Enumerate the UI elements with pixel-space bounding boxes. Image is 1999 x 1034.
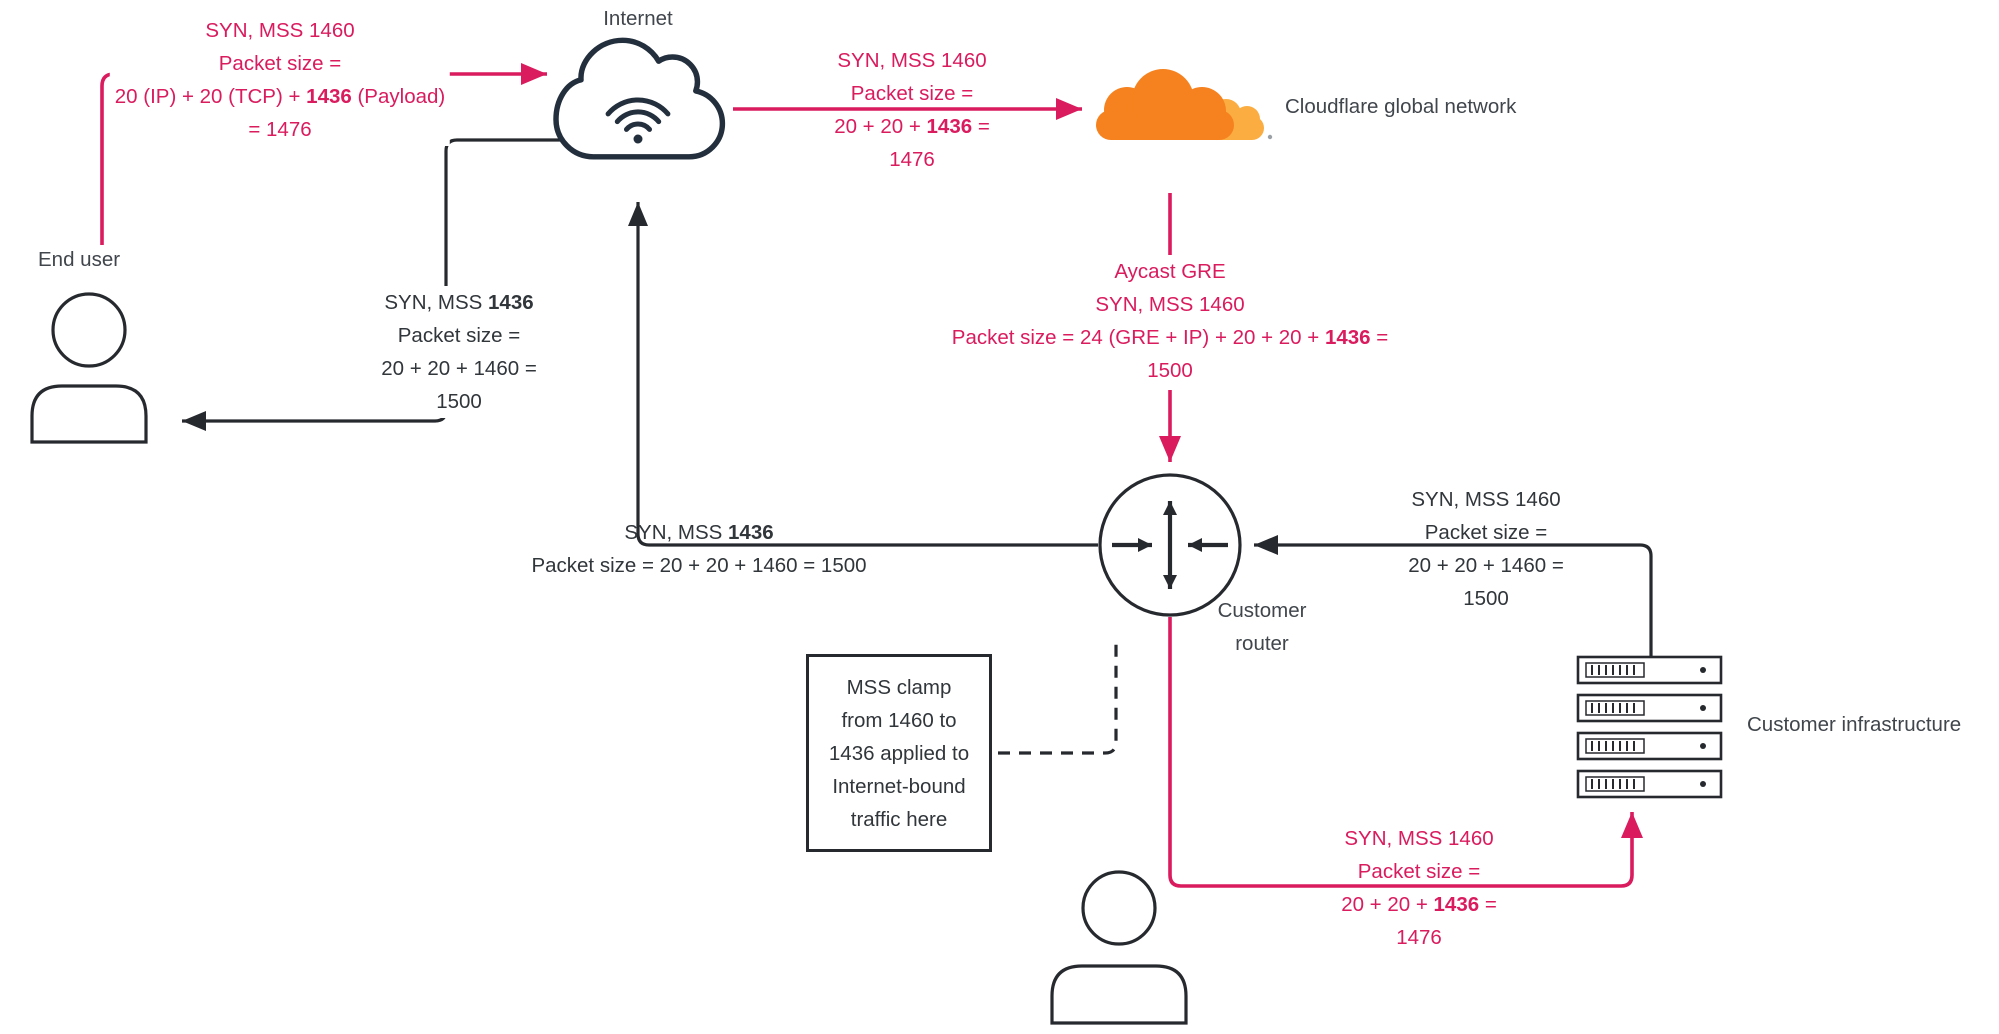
cloudflare-label: Cloudflare global network xyxy=(1285,95,1517,118)
end-user-label: End user xyxy=(38,248,121,271)
server-stack-icon xyxy=(1576,655,1723,799)
server-unit xyxy=(1576,731,1723,761)
wifi-icon xyxy=(605,97,671,144)
server-unit xyxy=(1576,655,1723,685)
arrow-router-to-infrastructure xyxy=(1168,617,1643,888)
internet-cloud-icon xyxy=(553,37,726,160)
bottom-person-icon xyxy=(1050,870,1188,1025)
arrow-internet-to-user xyxy=(182,138,560,431)
cloudflare-logo-icon xyxy=(1096,69,1273,140)
server-unit xyxy=(1576,769,1723,799)
mss-clamp-dashed-connector xyxy=(998,640,1118,755)
internet-label: Internet xyxy=(603,7,673,30)
server-unit xyxy=(1576,693,1723,723)
cloudflare-trademark-dot xyxy=(1267,134,1273,140)
arrow-infrastructure-to-router xyxy=(1254,535,1653,657)
customer-router-icon xyxy=(1098,473,1242,617)
customer-infrastructure-label: Customer infrastructure xyxy=(1747,713,1962,736)
arrow-router-to-internet xyxy=(628,202,1098,547)
end-user-person-icon xyxy=(30,292,148,444)
